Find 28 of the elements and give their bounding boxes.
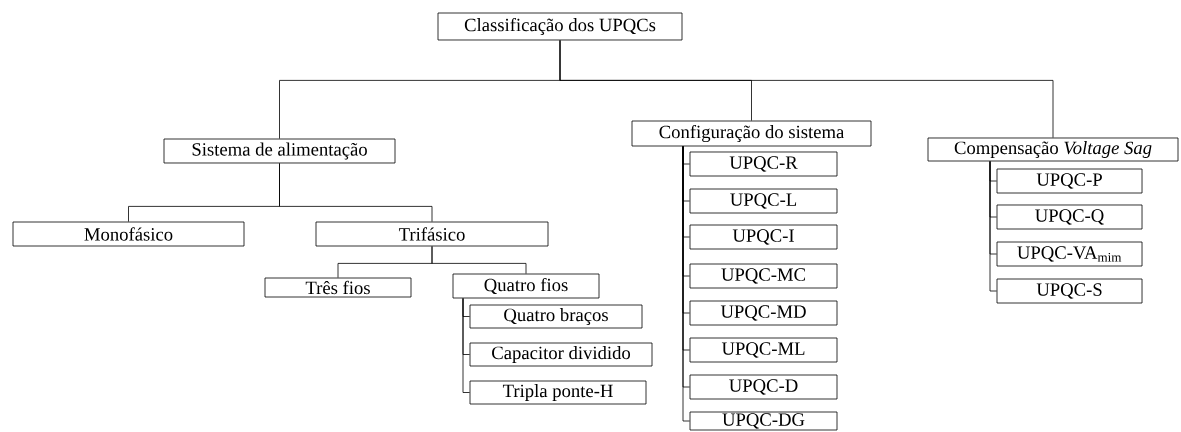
category-box: UPQC-L bbox=[689, 188, 838, 214]
category-box: Sistema de alimentação bbox=[163, 138, 396, 164]
connector-line bbox=[279, 163, 433, 222]
category-box: UPQC-P bbox=[996, 168, 1143, 194]
category-box: UPQC-ML bbox=[689, 337, 838, 363]
category-box: Configuração do sistema bbox=[631, 120, 872, 147]
category-box: Classificação dos UPQCs bbox=[437, 12, 683, 41]
category-box: Trifásico bbox=[315, 221, 549, 247]
category-box: UPQC-S bbox=[996, 278, 1143, 304]
connector-line bbox=[462, 298, 470, 393]
category-box: UPQC-Q bbox=[996, 204, 1143, 230]
category-box: UPQC-MD bbox=[689, 300, 838, 326]
category-box: Capacitor dividido bbox=[469, 342, 653, 367]
connector-line bbox=[559, 40, 1054, 138]
category-box: UPQC-R bbox=[689, 151, 838, 177]
category-box: Quatro braços bbox=[469, 304, 643, 329]
connector-line bbox=[989, 161, 997, 292]
category-box: Quatro fios bbox=[452, 273, 600, 299]
category-box: Tripla ponte-H bbox=[469, 380, 647, 405]
category-box: UPQC-DG bbox=[689, 411, 838, 431]
category-box: Três fios bbox=[264, 277, 412, 298]
category-box: UPQC-VA$_{mim}$ bbox=[996, 241, 1143, 267]
category-box: Compensação Voltage Sag bbox=[927, 137, 1179, 162]
category-box: Monofásico bbox=[12, 221, 245, 247]
category-box: UPQC-MC bbox=[689, 263, 838, 289]
connector-line bbox=[431, 246, 527, 274]
category-box: UPQC-I bbox=[689, 224, 838, 250]
category-box: UPQC-D bbox=[689, 374, 838, 400]
